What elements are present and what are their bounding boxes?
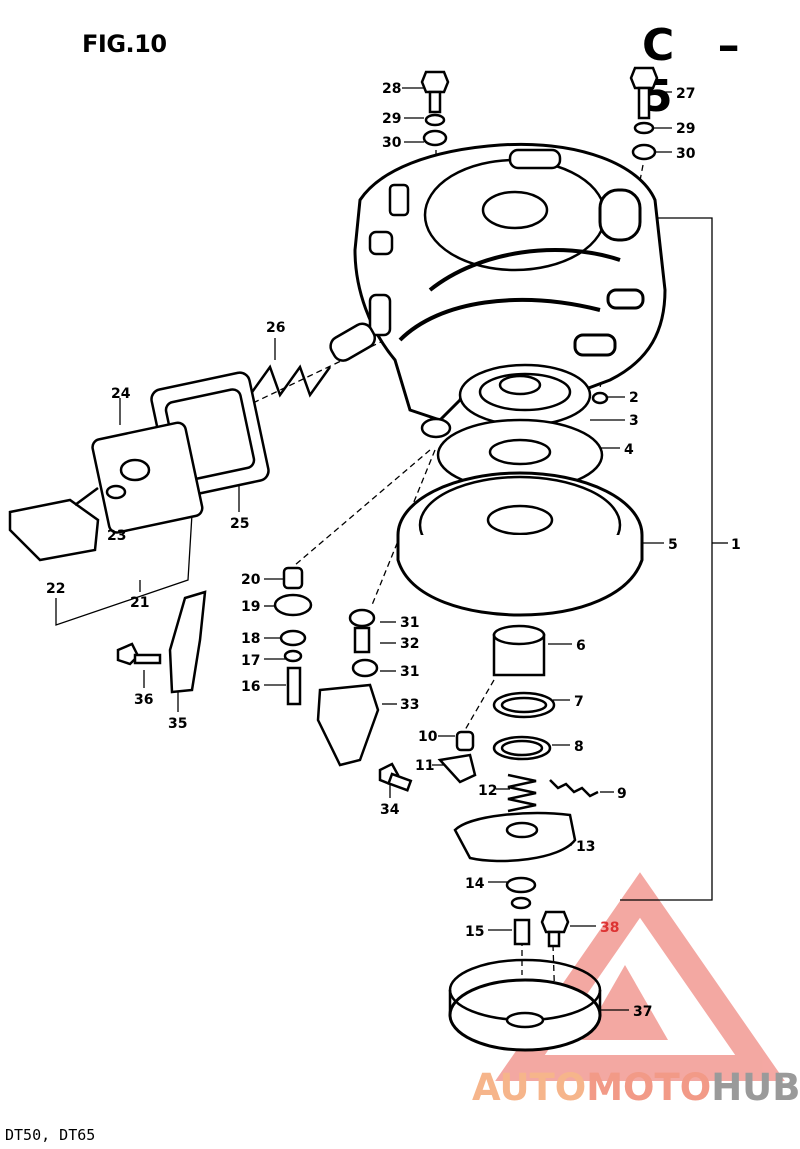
watermark-logo-triangle [495, 872, 785, 1081]
callout-38: 38 [600, 920, 619, 936]
callout-27: 27 [676, 86, 695, 102]
callout-36: 36 [134, 692, 153, 708]
figure-title: FIG.10 [82, 30, 167, 58]
watermark-hub: HUB [711, 1066, 800, 1109]
callout-30-right: 30 [676, 146, 696, 162]
callout-29-right: 29 [676, 121, 695, 137]
model-applicability: DT50, DT65 [5, 1126, 96, 1144]
callout-14: 14 [465, 876, 485, 892]
watermark-logo-text: AUTOMOTOHUB [472, 1066, 800, 1109]
callout-4: 4 [624, 442, 634, 458]
callout-9: 9 [617, 786, 627, 802]
callout-3: 3 [629, 413, 639, 429]
callout-17: 17 [241, 653, 260, 669]
callout-21: 21 [130, 595, 149, 611]
callout-30-left: 30 [382, 135, 402, 151]
callout-29-left: 29 [382, 111, 401, 127]
callout-37: 37 [633, 1004, 652, 1020]
callout-34: 34 [380, 802, 400, 818]
callout-11: 11 [415, 758, 434, 774]
callout-24: 24 [111, 386, 131, 402]
callout-5: 5 [668, 537, 678, 553]
callout-13: 13 [576, 839, 595, 855]
callout-35: 35 [168, 716, 187, 732]
callout-19: 19 [241, 599, 260, 615]
callout-20: 20 [241, 572, 261, 588]
callout-15: 15 [465, 924, 484, 940]
callout-18: 18 [241, 631, 260, 647]
callout-2: 2 [629, 390, 639, 406]
callout-10: 10 [418, 729, 438, 745]
callout-22: 22 [46, 581, 65, 597]
starter-housing [353, 142, 667, 439]
watermark-auto: AUTO [472, 1066, 587, 1109]
watermark-moto: MOTO [586, 1066, 712, 1109]
callout-6: 6 [576, 638, 586, 654]
callout-16: 16 [241, 679, 260, 695]
callout-31-top: 31 [400, 615, 419, 631]
callout-1: 1 [731, 537, 741, 553]
callout-32: 32 [400, 636, 419, 652]
callout-28: 28 [382, 81, 401, 97]
callout-7: 7 [574, 694, 584, 710]
starter-handle-assembly [8, 322, 413, 792]
callout-26: 26 [266, 320, 285, 336]
callout-31-bottom: 31 [400, 664, 419, 680]
callout-12: 12 [478, 783, 497, 799]
mounting-bolts [420, 66, 659, 405]
callout-8: 8 [574, 739, 584, 755]
callout-25: 25 [230, 516, 249, 532]
callout-labels: 1 2 3 4 5 6 7 8 9 10 11 12 13 14 15 16 1… [46, 81, 741, 1020]
callout-33: 33 [400, 697, 419, 713]
callout-23: 23 [107, 528, 126, 544]
recoil-spring-and-pulley [396, 363, 644, 1052]
